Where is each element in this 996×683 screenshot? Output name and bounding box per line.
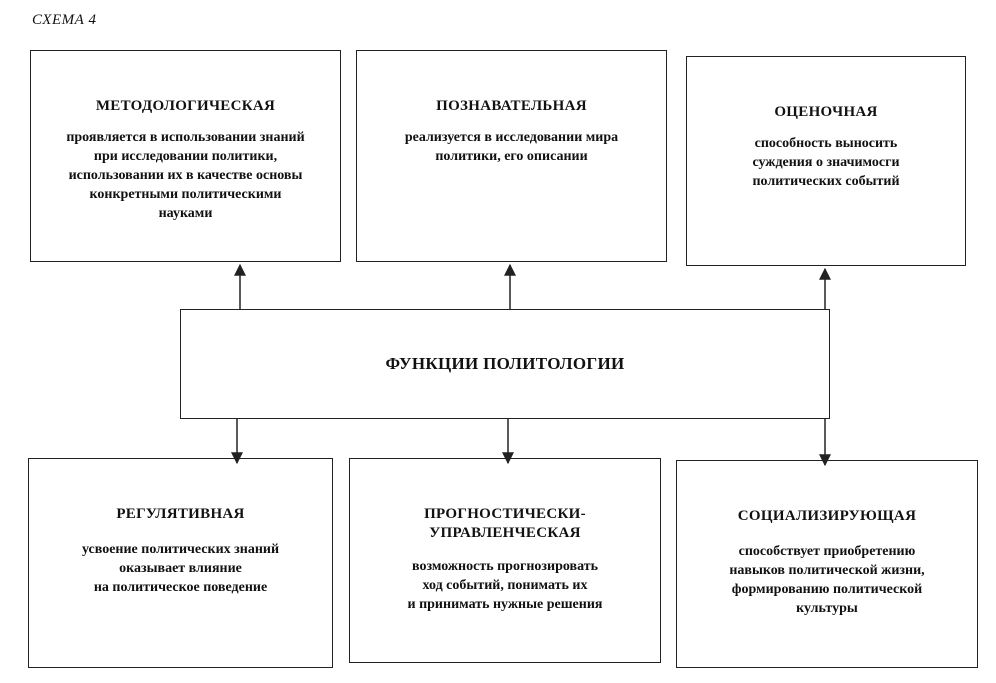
center-box: ФУНКЦИИ ПОЛИТОЛОГИИ <box>180 309 830 419</box>
box-methodological-title: МЕТОДОЛОГИЧЕСКАЯ <box>95 98 276 114</box>
box-regulative: РЕГУЛЯТИВНАЯ усвоение политических знани… <box>28 458 333 668</box>
box-evaluative: ОЦЕНОЧНАЯ способность выносить суждения … <box>686 56 966 266</box>
box-prognostic-desc: возможность прогнозировать ход событий, … <box>407 559 603 612</box>
box-methodological: МЕТОДОЛОГИЧЕСКАЯ проявляется в использов… <box>30 50 341 262</box>
center-title: ФУНКЦИИ ПОЛИТОЛОГИИ <box>385 354 625 373</box>
scheme-label: СХЕМА 4 <box>32 12 97 28</box>
box-prognostic-title: ПРОГНОСТИЧЕСКИ- УПРАВЛЕНЧЕСКАЯ <box>424 506 586 541</box>
box-cognitive-desc: реализуется в исследовании мира политики… <box>404 130 619 164</box>
box-cognitive-title: ПОЗНАВАТЕЛЬНАЯ <box>436 98 587 114</box>
box-socializing-title: СОЦИАЛИЗИРУЮЩАЯ <box>737 508 917 524</box>
box-evaluative-title: ОЦЕНОЧНАЯ <box>774 104 878 120</box>
box-socializing-desc: способствует приобретению навыков полити… <box>729 544 925 616</box>
box-cognitive: ПОЗНАВАТЕЛЬНАЯ реализуется в исследовани… <box>356 50 667 262</box>
box-regulative-title: РЕГУЛЯТИВНАЯ <box>116 506 245 522</box>
box-regulative-desc: усвоение политических знаний оказывает в… <box>81 542 280 595</box>
box-methodological-desc: проявляется в использовании знаний при и… <box>66 130 305 221</box>
box-socializing: СОЦИАЛИЗИРУЮЩАЯ способствует приобретени… <box>676 460 978 668</box>
box-prognostic: ПРОГНОСТИЧЕСКИ- УПРАВЛЕНЧЕСКАЯ возможнос… <box>349 458 661 663</box>
box-evaluative-desc: способность выносить суждения о значимос… <box>752 136 900 189</box>
